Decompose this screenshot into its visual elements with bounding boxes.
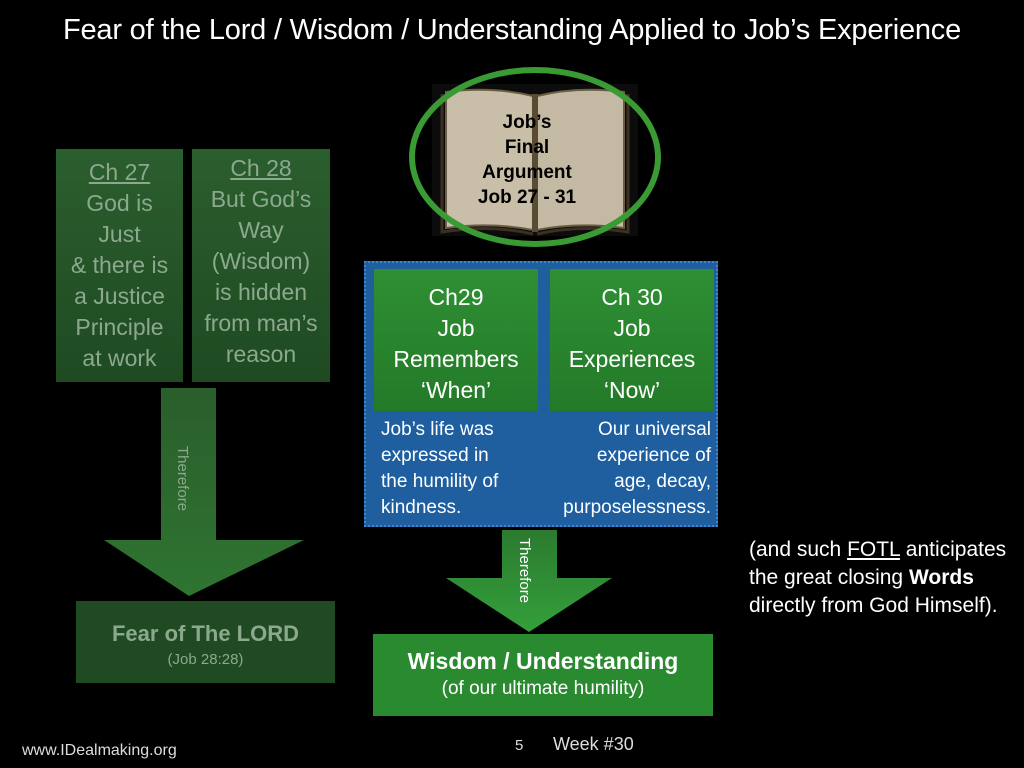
fear-of-the-lord-title: Fear of The LORD [111,621,299,646]
ch29-line: Ch29 [428,284,484,310]
ch29-box: Ch29 Job Remembers ‘When’ [374,269,538,411]
ch30-box: Ch 30 Job Experiences ‘Now’ [550,269,714,411]
ch27-line: Just [98,221,141,247]
footer-week: Week #30 [553,734,634,754]
therefore-arrow-left [104,388,304,596]
side-note-bold: Words [908,566,974,589]
side-note-fotl: FOTL [847,538,900,561]
wisdom-title: Wisdom / Understanding [407,648,679,674]
ch28-line: (Wisdom) [211,248,311,274]
ch27-line: Principle [75,314,164,340]
ch29-line: Remembers [393,346,519,372]
therefore-label-left: Therefore [174,446,191,512]
ch30-description: Our universal experience of age, decay, … [530,417,711,521]
ch27-box: Ch 27 God is Just & there is a Justice P… [56,149,183,382]
fear-of-the-lord-box: Fear of The LORD (Job 28:28) [76,601,335,683]
wisdom-subtitle: (of our ultimate humility) [441,678,645,699]
ch28-box: Ch 28 But God’s Way (Wisdom) is hidden f… [192,149,330,382]
fear-of-the-lord-ref: (Job 28:28) [167,651,244,668]
ch28-line: from man’s [204,310,318,336]
slide-title: Fear of the Lord / Wisdom / Understandin… [62,14,962,46]
ch27-line: a Justice [74,283,165,309]
ch30-line: Job [613,315,651,341]
ch29-description-line: the humility of [381,471,499,492]
ch27-line: God is [86,190,153,216]
ch27-heading: Ch 27 [88,159,151,185]
ch30-description-line: age, decay, [614,471,711,492]
ch29-description-line: kindness. [381,497,462,518]
ch28-line: reason [225,341,297,367]
ch29-line: Job [437,315,475,341]
side-note-mid: anticipates the great closing [749,538,1007,589]
footer-page-number: 5 [515,737,524,754]
side-note-post: directly from God Himself). [749,594,998,617]
ch30-line: Experiences [568,346,696,372]
ch28-line: is hidden [214,279,308,305]
highlight-circle [409,67,661,247]
side-note-pre: (and such [749,538,848,561]
ch27-line: at work [82,345,157,371]
therefore-label-right: Therefore [516,538,533,604]
ch28-heading: Ch 28 [230,155,292,181]
ch29-description-line: Job’s life was [381,419,494,440]
therefore-arrow-right [446,530,612,632]
ch29-description-line: expressed in [381,445,489,466]
ch27-line: & there is [70,252,169,278]
ch30-description-line: Our universal [598,419,711,440]
side-note: (and such FOTL anticipates the great clo… [749,536,1019,620]
ch30-line: Ch 30 [601,284,663,310]
ch30-description-line: purposelessness. [563,497,711,518]
ch30-description-line: experience of [596,445,711,466]
ch28-line: Way [238,217,284,243]
ch30-line: ‘Now’ [603,377,661,403]
footer-website: www.IDealmaking.org [22,742,177,759]
ch28-line: But God’s [210,186,312,212]
ch29-description: Job’s life was expressed in the humility… [381,417,541,521]
wisdom-understanding-box: Wisdom / Understanding (of our ultimate … [373,634,713,716]
ch29-line: ‘When’ [420,377,492,403]
